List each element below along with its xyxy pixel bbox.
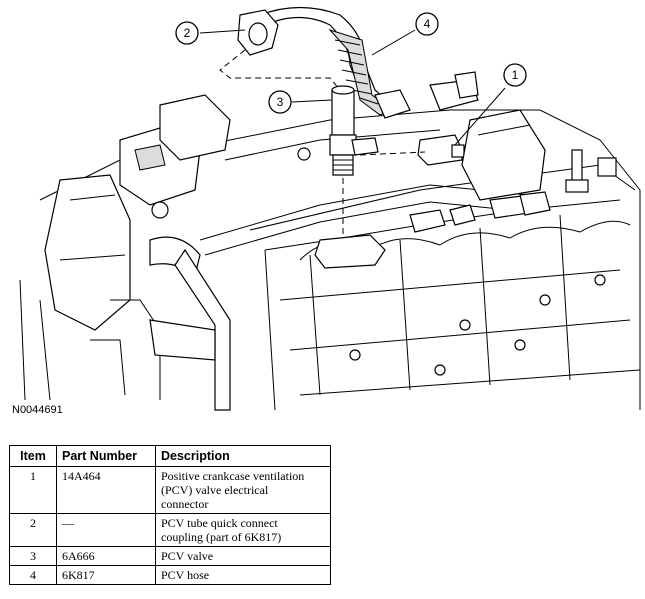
cell-part-number: —	[56, 513, 156, 547]
quick-connect-coupling	[219, 9, 341, 91]
cell-description: PCV tube quick connect coupling (part of…	[155, 513, 331, 547]
cell-item: 1	[9, 466, 57, 514]
header-part-number: Part Number	[56, 445, 156, 467]
callout-3: 3	[268, 90, 292, 114]
parts-table: Item Part Number Description 1 14A464 Po…	[9, 445, 331, 585]
cell-part-number: 6K817	[56, 565, 156, 585]
cell-description: Positive crankcase ventilation (PCV) val…	[155, 466, 331, 514]
callout-1: 1	[503, 63, 527, 87]
table-row: 1 14A464 Positive crankcase ventilation …	[9, 466, 331, 514]
header-item: Item	[9, 445, 57, 467]
callout-3-label: 3	[277, 95, 284, 109]
callout-2: 2	[175, 21, 199, 45]
throttle-body	[19, 94, 231, 411]
pcv-valve	[314, 85, 386, 269]
cell-description: PCV hose	[155, 565, 331, 585]
table-row: 2 — PCV tube quick connect coupling (par…	[9, 513, 331, 547]
leader-lines	[199, 29, 506, 146]
table-row: 4 6K817 PCV hose	[9, 565, 331, 585]
engine-illustration: 1 2 3 4	[19, 6, 641, 411]
callout-1-label: 1	[512, 68, 519, 82]
engine-line-drawing: 1 2 3 4	[19, 6, 641, 411]
cell-item: 4	[9, 565, 57, 585]
figure-id: N0044691	[12, 404, 63, 416]
cell-item: 2	[9, 513, 57, 547]
table-header-row: Item Part Number Description	[9, 445, 331, 467]
table-row: 3 6A666 PCV valve	[9, 546, 331, 566]
cell-item: 3	[9, 546, 57, 566]
intake-tubes	[199, 129, 551, 256]
cell-part-number: 6A666	[56, 546, 156, 566]
pcv-electrical-connector	[359, 71, 546, 201]
cell-part-number: 14A464	[56, 466, 156, 514]
cell-description: PCV valve	[155, 546, 331, 566]
header-description: Description	[155, 445, 331, 467]
callout-4-label: 4	[424, 17, 431, 31]
callout-4: 4	[415, 12, 439, 36]
callout-2-label: 2	[184, 26, 191, 40]
pcv-hose	[259, 6, 411, 119]
